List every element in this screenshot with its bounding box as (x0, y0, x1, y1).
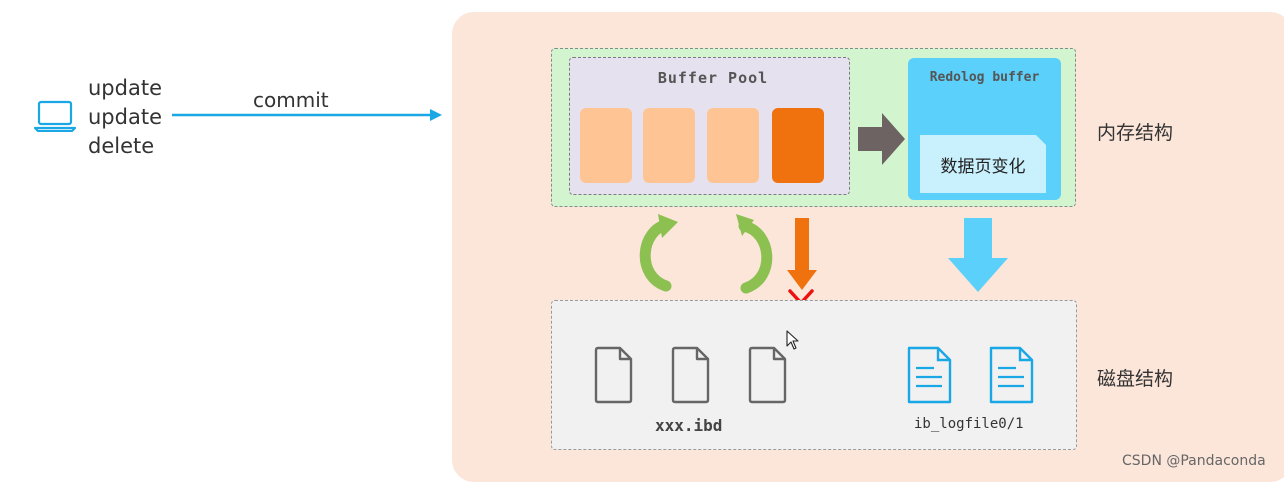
disk-structure-label: 磁盘结构 (1097, 368, 1174, 390)
redolog-buffer-title: Redolog buffer (929, 70, 1040, 85)
document-lines-icon (989, 346, 1034, 404)
file-icon (594, 346, 633, 404)
log-file-label: ib_logfile0/1 (914, 416, 1024, 432)
buffer-pool-title: Buffer Pool (657, 69, 769, 87)
document-lines-icon (907, 346, 952, 404)
page-change-label: 数据页变化 (940, 157, 1026, 177)
watermark: CSDN @Pandaconda (1122, 453, 1266, 469)
memory-structure-label: 内存结构 (1097, 122, 1174, 144)
commit-arrow (172, 109, 442, 121)
curved-arrow-icon (736, 214, 773, 294)
curved-arrow-icon (639, 214, 678, 292)
buffer-page (580, 108, 632, 183)
dirty-buffer-page (772, 108, 824, 183)
file-icon (671, 346, 710, 404)
data-file-label: xxx.ibd (655, 416, 723, 435)
laptop-icon (34, 100, 76, 132)
commit-label: commit (253, 88, 329, 112)
operation-list: update update delete (88, 74, 162, 161)
right-arrow-icon (858, 113, 905, 165)
operation-item: update (88, 105, 162, 129)
buffer-page (707, 108, 759, 183)
mouse-cursor-icon (786, 330, 799, 350)
operation-item: delete (88, 134, 155, 158)
down-arrow-icon (948, 218, 1008, 292)
operation-item: update (88, 76, 162, 100)
buffer-page (643, 108, 695, 183)
file-icon (748, 346, 787, 404)
disk-area (551, 300, 1077, 450)
down-arrow-icon (787, 218, 817, 290)
page-change-box (920, 135, 1046, 193)
